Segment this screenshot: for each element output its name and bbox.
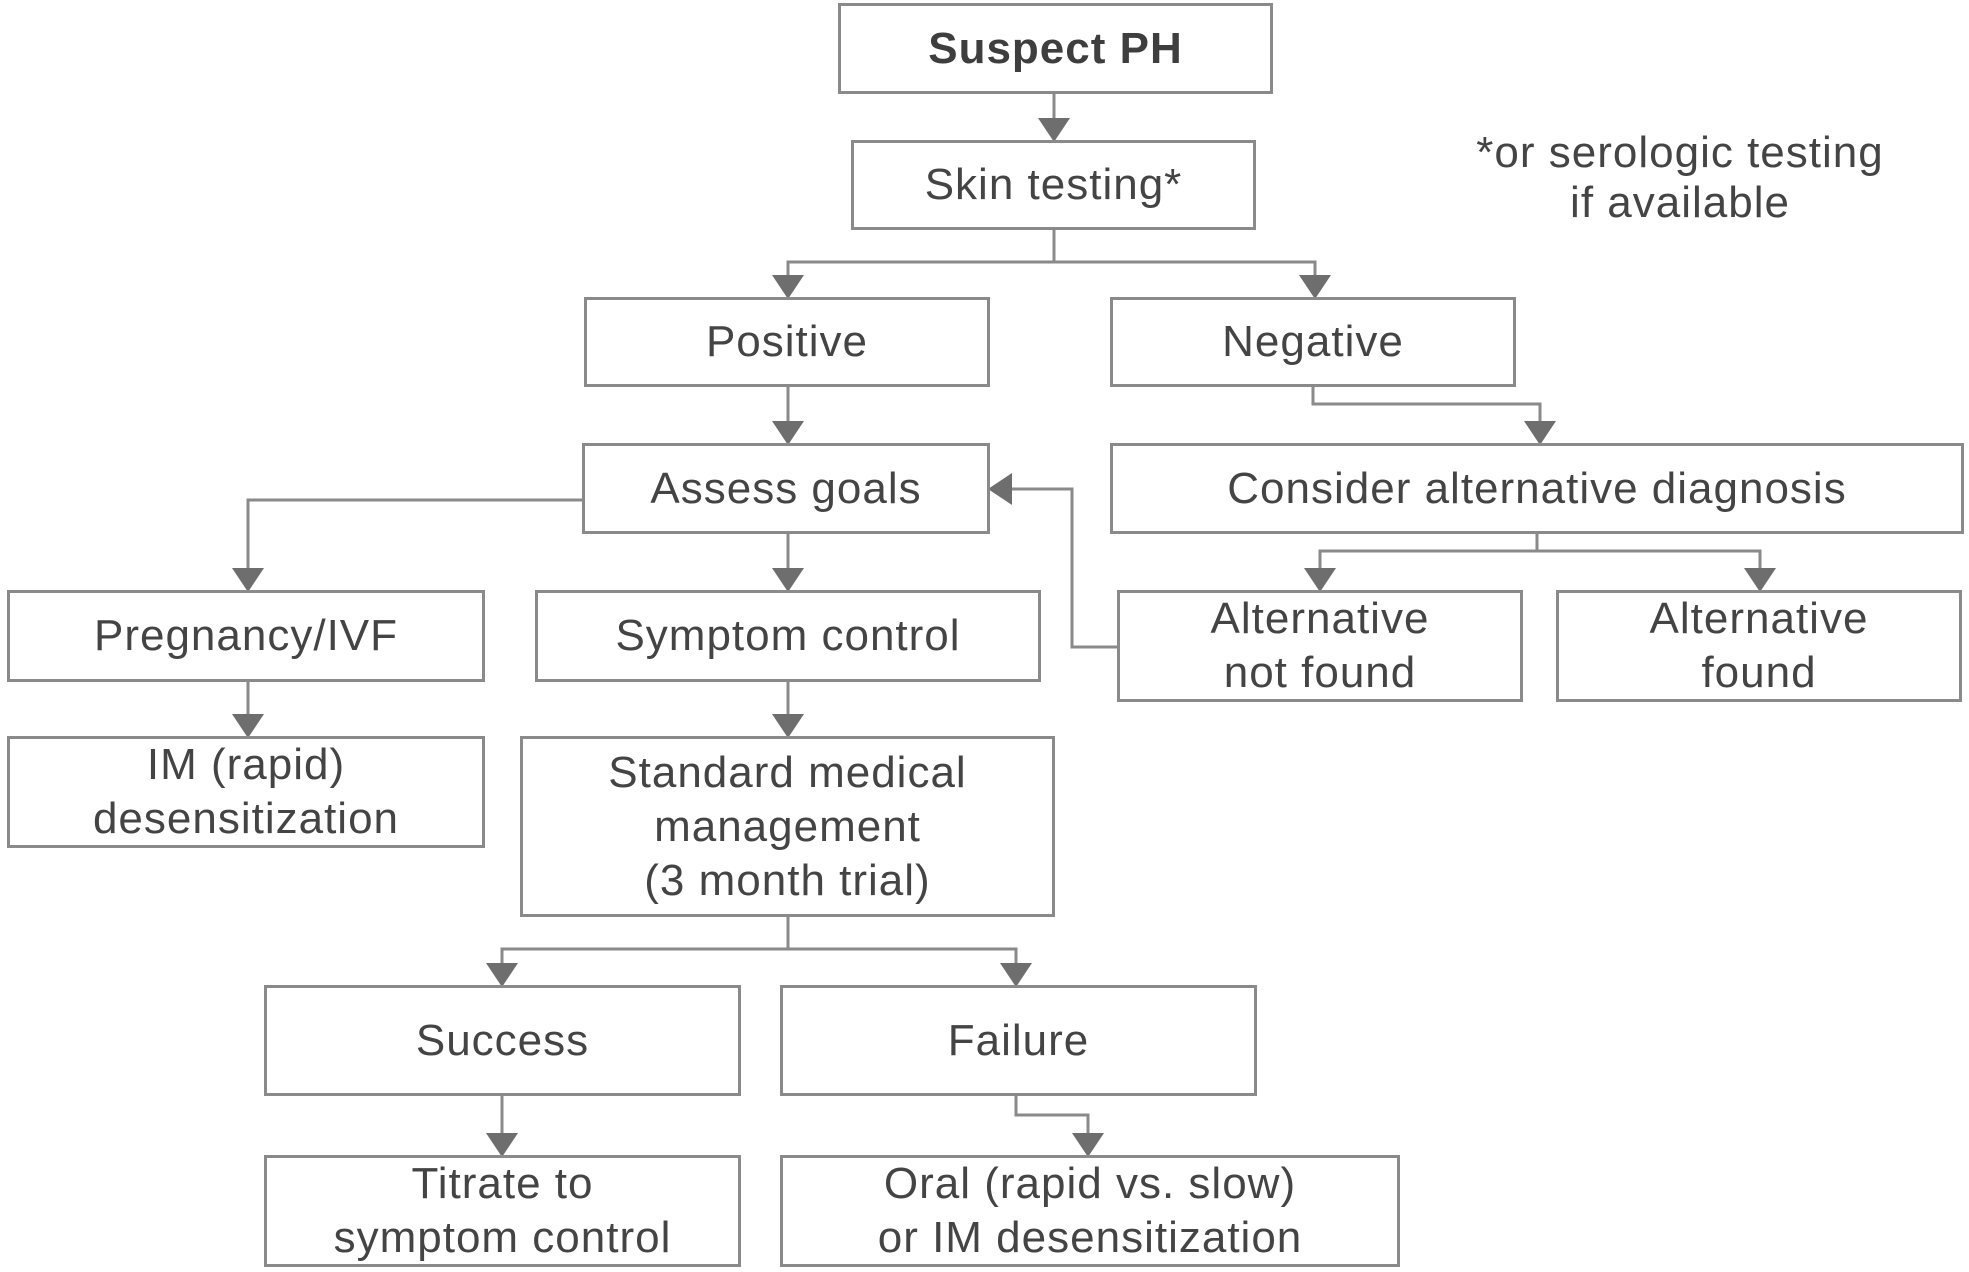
arrowhead bbox=[772, 275, 804, 299]
connector-alternative-not-found-to-assess-goals bbox=[1012, 487, 1117, 649]
arrowhead bbox=[1299, 275, 1331, 299]
arrowhead bbox=[772, 568, 804, 592]
arrowhead bbox=[486, 1133, 518, 1157]
connector-failure-to-oral-desensitization bbox=[1014, 1096, 1090, 1133]
node-skin-testing: Skin testing* bbox=[851, 140, 1256, 230]
arrowhead bbox=[772, 714, 804, 738]
connector-skin-testing-to-positive bbox=[786, 230, 1056, 275]
connector-consider-alternative-to-alternative-found bbox=[1537, 549, 1762, 568]
node-positive: Positive bbox=[584, 297, 990, 387]
node-symptom-control: Symptom control bbox=[535, 590, 1041, 682]
arrowhead bbox=[772, 421, 804, 445]
node-suspect-ph: Suspect PH bbox=[838, 3, 1273, 94]
node-oral-or-im-desensitization: Oral (rapid vs. slow) or IM desensitizat… bbox=[780, 1155, 1400, 1267]
arrowhead bbox=[1744, 568, 1776, 592]
arrowhead bbox=[1524, 421, 1556, 445]
arrowhead bbox=[1038, 118, 1070, 142]
connector-assess-goals-to-pregnancy-ivf bbox=[246, 498, 582, 568]
arrowhead bbox=[1072, 1133, 1104, 1157]
connector-skin-testing-to-negative bbox=[1054, 260, 1317, 275]
node-consider-alternative-diagnosis: Consider alternative diagnosis bbox=[1110, 443, 1964, 534]
arrowhead bbox=[1000, 963, 1032, 987]
arrowhead bbox=[232, 568, 264, 592]
node-titrate-to-symptom-control: Titrate to symptom control bbox=[264, 1155, 741, 1267]
node-standard-medical-management: Standard medical management (3 month tri… bbox=[520, 736, 1055, 917]
node-assess-goals: Assess goals bbox=[582, 443, 990, 534]
node-alternative-found: Alternative found bbox=[1556, 590, 1962, 702]
node-alternative-not-found: Alternative not found bbox=[1117, 590, 1523, 702]
connector-standard-management-to-failure bbox=[788, 947, 1018, 963]
node-failure: Failure bbox=[780, 985, 1257, 1096]
footnote-serologic-testing: *or serologic testing if available bbox=[1476, 128, 1884, 227]
arrowhead bbox=[1304, 568, 1336, 592]
node-negative: Negative bbox=[1110, 297, 1516, 387]
node-im-rapid-desensitization: IM (rapid) desensitization bbox=[7, 736, 485, 848]
connector-standard-management-to-success bbox=[500, 917, 790, 963]
arrowhead bbox=[988, 473, 1012, 505]
connector-consider-alternative-to-alternative-not-found bbox=[1318, 534, 1539, 568]
arrowhead bbox=[232, 714, 264, 738]
node-success: Success bbox=[264, 985, 741, 1096]
connector-negative-to-consider-alternative bbox=[1311, 387, 1542, 421]
node-pregnancy-ivf: Pregnancy/IVF bbox=[7, 590, 485, 682]
arrowhead bbox=[486, 963, 518, 987]
